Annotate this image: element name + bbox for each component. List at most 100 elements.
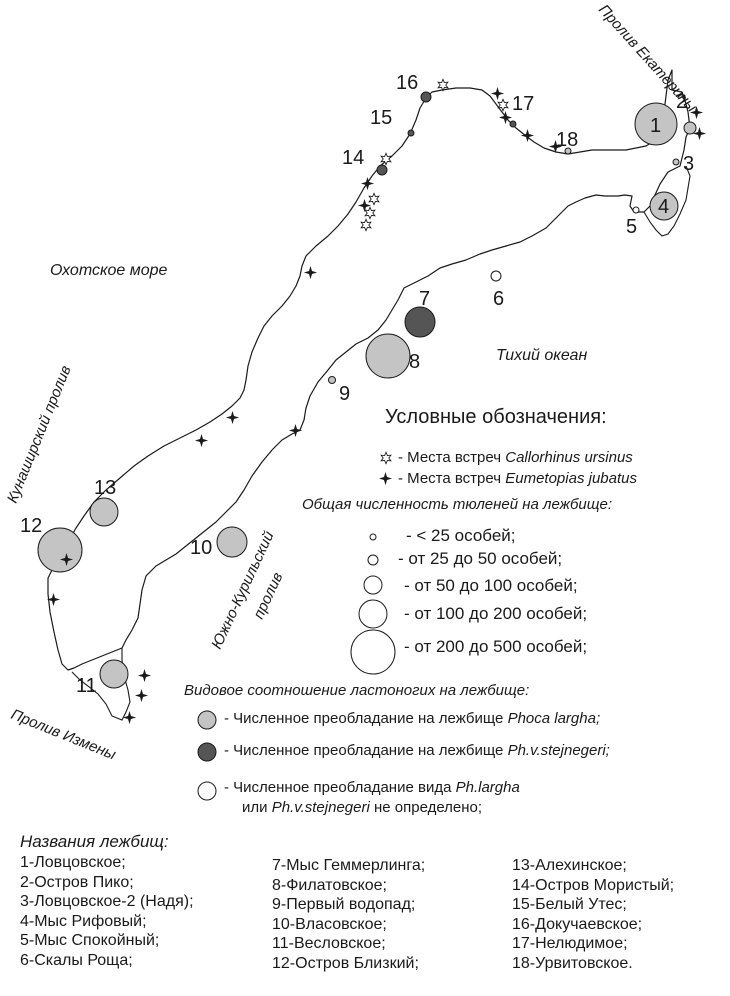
rookery-label-2: 2 xyxy=(676,91,687,113)
rookery-name: 6-Скалы Роща; xyxy=(20,951,133,969)
inner-coastline xyxy=(643,165,691,237)
legend-undetermined-name-1: Ph.largha xyxy=(455,779,520,796)
names-column-3: 13-Алехинское; 14-Остров Мористый; 15-Бе… xyxy=(512,856,674,973)
rookery-name: 2-Остров Пико; xyxy=(20,873,134,891)
rookery-label-15: 15 xyxy=(370,107,392,129)
rookery-number-labels: 1 2 3 4 5 6 7 8 9 10 11 12 13 14 15 16 1… xyxy=(20,72,694,697)
izmeny-strait-label: Пролив Измены xyxy=(9,706,119,764)
rookery-4 xyxy=(649,191,679,221)
okhotsk-sea-label: Охотское море xyxy=(50,262,168,279)
flower-marker xyxy=(368,192,380,206)
legend-callorhinus-name: Callorhinus ursinus xyxy=(505,449,633,466)
names-column-1: 1-Ловцовское; 2-Остров Пико; 3-Ловцовско… xyxy=(20,853,194,970)
names-header: Названия лежбищ: xyxy=(20,832,169,851)
rookery-6 xyxy=(490,270,502,282)
star-marker xyxy=(225,410,240,425)
rookery-name: 5-Мыс Спокойный; xyxy=(20,932,160,949)
legend-stejnegeri-row: - Численное преобладание на лежбище Ph.v… xyxy=(224,742,610,759)
rookery-name: 12-Остров Близкий; xyxy=(272,954,419,972)
legend-size-label-1: - < 25 особей; xyxy=(406,526,516,545)
legend-star-icon xyxy=(378,471,393,486)
legend-size-label-4: - от 100 до 200 особей; xyxy=(404,604,588,623)
legend-undetermined-suffix: не определено; xyxy=(369,799,483,816)
legend-largha-circle xyxy=(197,710,217,730)
rookery-8 xyxy=(365,333,411,379)
names-column-2: 7-Мыс Геммерлинга; 8-Филатовское; 9-Перв… xyxy=(272,856,425,973)
legend-callorhinus-prefix: - Места встреч xyxy=(398,449,506,466)
rookery-name: 16-Докучаевское; xyxy=(512,915,643,933)
star-marker xyxy=(360,176,375,191)
rookery-18 xyxy=(564,147,572,155)
rookery-label-17: 17 xyxy=(512,93,534,115)
rookery-14 xyxy=(376,164,388,176)
legend-size-label-3: - от 50 до 100 особей; xyxy=(404,576,578,595)
rookery-13 xyxy=(89,497,119,527)
rookery-circles xyxy=(37,91,697,689)
rookery-name: 14-Остров Мористый; xyxy=(512,876,675,894)
pacific-ocean-label: Тихий океан xyxy=(496,347,587,364)
legend-size-circle-1 xyxy=(369,533,377,541)
rookery-label-12: 12 xyxy=(20,515,42,537)
legend-title: Условные обозначения: xyxy=(385,406,607,428)
legend-largha-prefix: - Численное преобладание на лежбище xyxy=(224,710,508,727)
rookery-name: 3-Ловцовское-2 (Надя); xyxy=(20,893,194,910)
island-coastline xyxy=(47,69,691,671)
rookery-label-3: 3 xyxy=(683,153,694,175)
legend-undetermined-row-1: - Численное преобладание вида Ph.largha xyxy=(224,779,520,796)
kunashir-strait-label: Кунаширский пролив xyxy=(4,363,75,505)
eumetopias-markers xyxy=(46,86,707,725)
star-marker xyxy=(490,86,505,101)
rookery-label-16: 16 xyxy=(396,72,418,94)
star-marker xyxy=(122,710,137,725)
star-marker xyxy=(303,265,318,280)
rookery-label-7: 7 xyxy=(419,288,430,310)
rookery-label-8: 8 xyxy=(409,351,420,373)
rookery-7 xyxy=(404,306,436,338)
rookery-label-18: 18 xyxy=(556,129,578,151)
legend-undetermined-circle xyxy=(197,781,217,801)
rookery-10 xyxy=(216,526,248,558)
rookery-label-11: 11 xyxy=(76,675,97,697)
legend-eumetopias-prefix: - Места встреч xyxy=(398,470,506,487)
star-marker xyxy=(134,688,149,703)
legend-largha-row: - Численное преобладание на лежбище Phoc… xyxy=(224,710,600,727)
legend-largha-name: Phoca largha; xyxy=(507,710,601,727)
legend-size-label-5: - от 200 до 500 особей; xyxy=(404,637,588,656)
rookery-name: 18-Урвитовское. xyxy=(512,954,633,972)
rookery-name: 8-Филатовское; xyxy=(272,876,387,894)
star-marker xyxy=(137,668,152,683)
legend-undetermined-row-2: или Ph.v.stejnegeri не определено; xyxy=(242,799,482,816)
rookery-label-9: 9 xyxy=(339,383,350,405)
rookery-name: 15-Белый Утес; xyxy=(512,896,627,913)
rookery-label-1: 1 xyxy=(650,115,661,137)
callorhinus-markers xyxy=(360,78,509,232)
rookery-1 xyxy=(634,102,678,146)
legend-flower-icon xyxy=(380,451,392,465)
flower-marker xyxy=(360,218,372,232)
rookery-name: 7-Мыс Геммерлинга; xyxy=(272,857,426,874)
legend-size-circle-4 xyxy=(358,599,388,629)
legend-stejnegeri-name: Ph.v.stejnegeri; xyxy=(507,742,610,759)
legend-size-circle-5 xyxy=(350,629,396,675)
legend-ratio-header: Видовое соотношение ластоногих на лежбищ… xyxy=(184,682,530,699)
rookery-label-4: 4 xyxy=(658,196,669,218)
rookery-16 xyxy=(420,91,432,103)
flower-marker xyxy=(364,206,376,220)
legend-abundance-header: Общая численность тюленей на лежбище: xyxy=(302,496,612,513)
rookery-label-5: 5 xyxy=(626,216,637,238)
rookery-name: 4-Мыс Рифовый; xyxy=(20,912,147,930)
rookery-label-13: 13 xyxy=(94,477,116,499)
legend-eumetopias-name: Eumetopias jubatus xyxy=(505,470,637,487)
star-marker xyxy=(194,433,209,448)
legend-size-label-2: - от 25 до 50 особей; xyxy=(398,549,563,568)
legend-size-circle-2 xyxy=(367,554,379,566)
rookery-name: 1-Ловцовское; xyxy=(20,854,126,871)
rookery-9 xyxy=(328,376,336,384)
legend-undetermined-prefix: - Численное преобладание вида xyxy=(224,779,456,796)
rookery-name: 17-Нелюдимое; xyxy=(512,935,628,952)
legend-size-circle-3 xyxy=(363,575,383,595)
rookery-name: 11-Весловское; xyxy=(272,935,386,952)
rookery-name: 9-Первый водопад; xyxy=(272,896,416,913)
flower-marker xyxy=(380,152,392,166)
rookery-3 xyxy=(672,158,680,166)
